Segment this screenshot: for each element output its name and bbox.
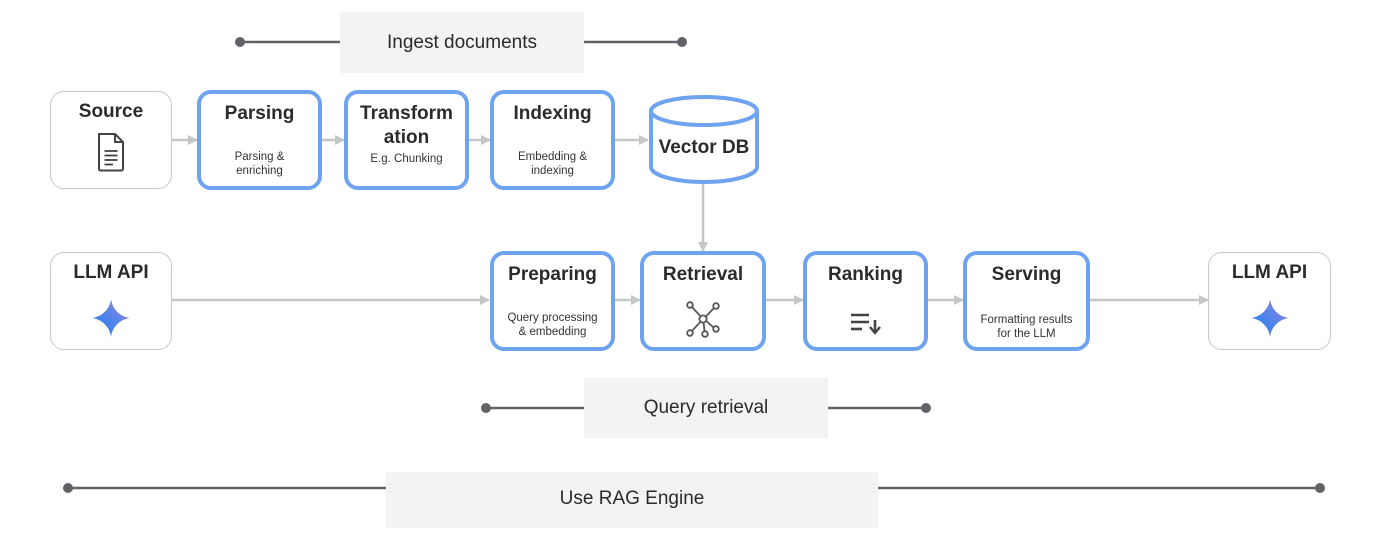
- preparing-subtitle: Query processing & embedding: [507, 312, 598, 338]
- transformation-title: Transform ation: [360, 103, 453, 148]
- indexing-title: Indexing: [513, 103, 592, 124]
- llm-api-output-node: LLM API: [1208, 252, 1331, 350]
- parsing-subtitle: Parsing & enriching: [234, 151, 285, 177]
- network-nodes-icon: [686, 301, 720, 338]
- serving-node: Serving Formatting results for the LLM: [963, 251, 1090, 351]
- ingest-span-end-dot: [677, 37, 687, 47]
- parsing-node: Parsing Parsing & enriching: [197, 90, 322, 190]
- rag-engine-text: Use RAG Engine: [559, 488, 705, 509]
- vector-db-node: Vector DB: [648, 136, 760, 160]
- ranking-node: Ranking: [803, 251, 928, 351]
- gemini-sparkle-icon: [1250, 299, 1289, 337]
- query-span-start-dot: [481, 403, 491, 413]
- document-icon: [98, 133, 124, 172]
- transformation-node: Transform ation E.g. Chunking: [344, 90, 469, 190]
- vector-db-title: Vector DB: [658, 137, 750, 158]
- indexing-node: Indexing Embedding & indexing: [490, 90, 615, 190]
- serving-title: Serving: [991, 264, 1062, 285]
- source-node: Source: [50, 91, 172, 189]
- retrieval-title: Retrieval: [662, 264, 744, 285]
- preparing-title: Preparing: [508, 264, 597, 285]
- transformation-subtitle: E.g. Chunking: [370, 153, 443, 165]
- preparing-node: Preparing Query processing & embedding: [490, 251, 615, 351]
- query-retrieval-text: Query retrieval: [643, 397, 769, 418]
- llm-api-output-title: LLM API: [1231, 262, 1308, 283]
- engine-span-start-dot: [63, 483, 73, 493]
- parsing-title: Parsing: [224, 103, 295, 124]
- database-cylinder-icon: [649, 95, 759, 184]
- llm-api-input-node: LLM API: [50, 252, 172, 350]
- rag-engine-label: Use RAG Engine: [386, 472, 878, 528]
- query-retrieval-label: Query retrieval: [584, 378, 828, 438]
- ranking-title: Ranking: [828, 264, 903, 285]
- query-span-end-dot: [921, 403, 931, 413]
- ingest-documents-label: Ingest documents: [340, 12, 584, 73]
- serving-subtitle: Formatting results for the LLM: [980, 314, 1073, 340]
- source-title: Source: [78, 101, 144, 122]
- engine-span-end-dot: [1315, 483, 1325, 493]
- ingest-documents-text: Ingest documents: [387, 32, 537, 53]
- retrieval-node: Retrieval: [640, 251, 766, 351]
- gemini-sparkle-icon: [92, 299, 130, 337]
- ingest-span-start-dot: [235, 37, 245, 47]
- llm-api-input-title: LLM API: [73, 262, 149, 283]
- indexing-subtitle: Embedding & indexing: [517, 151, 588, 177]
- sort-descending-icon: [850, 313, 881, 335]
